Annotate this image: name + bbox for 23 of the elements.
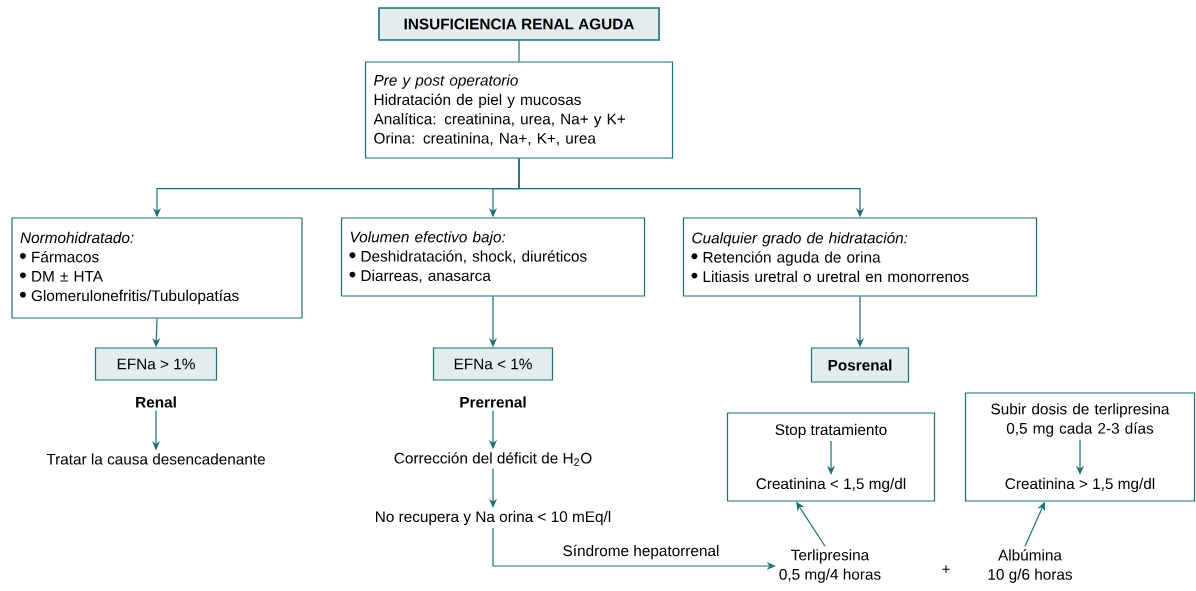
outcome-box bbox=[726, 412, 936, 502]
result-box: Posrenal bbox=[810, 347, 910, 383]
step-text: Creatinina > 1,5 mg/dl bbox=[1005, 477, 1155, 493]
step-text: Tratar la causa desencadenante bbox=[46, 453, 265, 465]
category-box: Volumen efectivo bajo: Deshidratación, shock, diuréticos Diarreas, anasarca bbox=[340, 217, 646, 297]
edge-label: Síndrome hepatorrenal bbox=[561, 543, 721, 561]
diagnosis-label: Renal bbox=[136, 396, 176, 408]
step-text: Creatinina < 1,5 mg/dl bbox=[756, 477, 906, 493]
process-box: Pre y post operatorio Hidratación de piel y mucosas Analítica: creatinina, urea, Na+ y K+ Orina: creatinina, Na+, K+, urea bbox=[364, 61, 674, 159]
step-text: Subir dosis de terlipresina 0,5 mg cada 2-3 días bbox=[991, 403, 1170, 437]
category-box: Cualquier grado de hidratación: Retención aguda de orina Litiasis uretral o uretral en monorrenos bbox=[682, 217, 1038, 297]
diagnosis-label: Prerrenal bbox=[460, 396, 526, 408]
outcome-box bbox=[964, 392, 1196, 502]
step-text: Stop tratamiento bbox=[775, 423, 887, 439]
result-box: EFNa < 1% bbox=[432, 347, 554, 381]
plus-sign: + bbox=[942, 565, 950, 574]
step-text: Corrección del déficit de H$_{2}$O bbox=[394, 452, 592, 466]
drug-dose-text: Terlipresina 0,5 mg/4 horas bbox=[779, 549, 881, 583]
result-box: EFNa > 1% bbox=[94, 347, 218, 381]
category-box: Normohidratado: Fármacos DM ± HTA Glomerulonefritis/Tubulopatías bbox=[11, 217, 303, 319]
step-text: No recupera y Na orina < 10 mEq/l bbox=[376, 510, 611, 526]
title-box: INSUFICIENCIA RENAL AGUDA bbox=[378, 7, 660, 41]
drug-dose-text: Albúmina 10 g/6 horas bbox=[988, 549, 1073, 583]
